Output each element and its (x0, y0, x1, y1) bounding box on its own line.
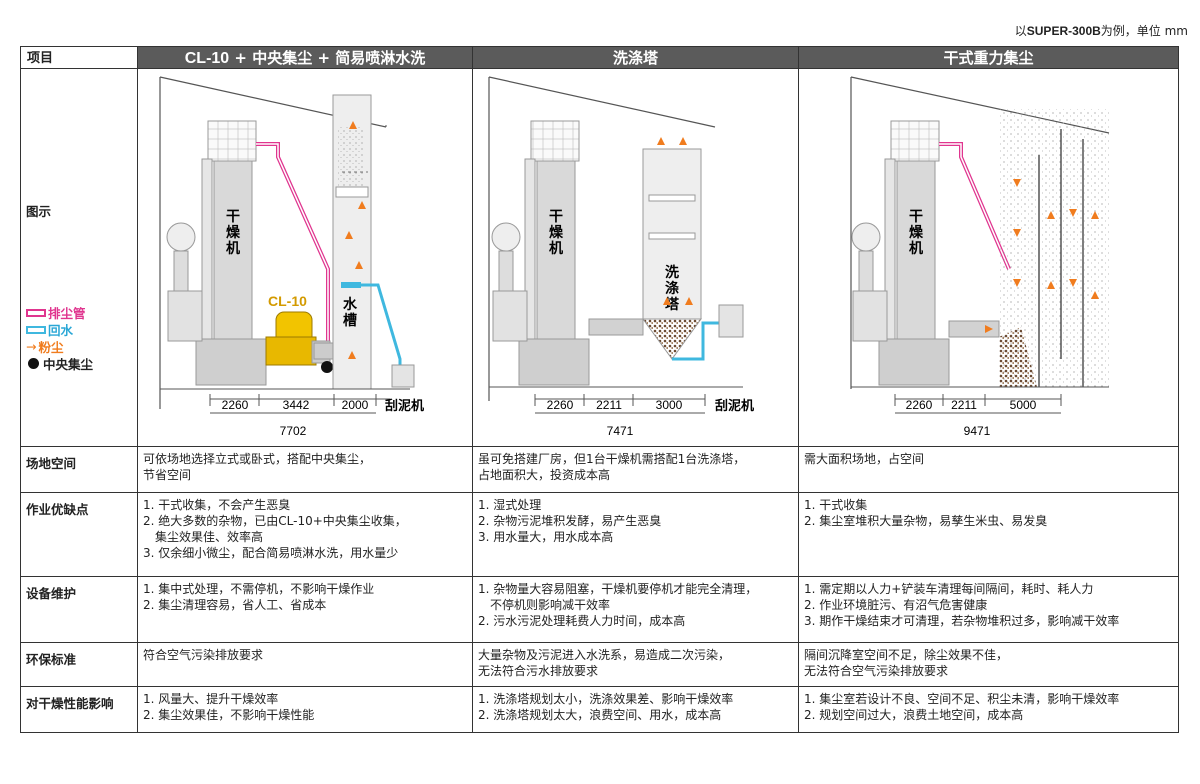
dryer-label-3: 干燥机 (909, 209, 924, 257)
unit-note: 以SUPER-300B为例，单位 mm (1014, 24, 1188, 38)
pipe-swatch-icon (26, 308, 46, 317)
cell-scrubber: 虽可免搭建厂房，但1台干燥机需搭配1台洗涤塔，占地面积大，投资成本高 (472, 446, 799, 493)
diagram-row-label-cell: 图示 排尘管 回水 →粉尘 中央集尘 (20, 68, 138, 447)
cell-dry-gravity: 需大面积场地，占空间 (798, 446, 1179, 493)
legend-dust: →粉尘 (26, 339, 64, 355)
dim-1-total: 7702 (280, 424, 307, 438)
scraper-label-1: 刮泥机 (385, 398, 424, 414)
dim-2-c: 3000 (656, 398, 683, 412)
header-scrubber: 洗涤塔 (472, 46, 799, 69)
diagram-row-label: 图示 (26, 204, 52, 219)
diagram-cl10: 干燥机 CL-10 (137, 68, 473, 447)
header-dry-gravity: 干式重力集尘 (798, 46, 1179, 69)
dim-3-a: 2260 (906, 398, 933, 412)
row-label: 作业优缺点 (20, 492, 138, 577)
dim-1-c: 2000 (342, 398, 369, 412)
legend-pipe: 排尘管 (26, 304, 132, 321)
scraper-label-2: 刮泥机 (715, 398, 754, 414)
diagram-dry-gravity-svg: 干燥机 (850, 76, 1110, 438)
dryer-label-2: 干燥机 (549, 209, 564, 257)
tank-label: 水槽 (343, 296, 358, 329)
row-label: 环保标准 (20, 642, 138, 687)
header-cl10: CL-10 + 中央集尘 + 简易喷淋水洗 (137, 46, 473, 69)
dim-3-total: 9471 (964, 424, 991, 438)
cl10-label: CL-10 (268, 293, 307, 309)
arrow-right-icon: → (26, 339, 37, 354)
diagram-dry-gravity: 干燥机 (798, 68, 1179, 447)
dim-2-b: 2211 (596, 398, 622, 412)
comparison-table: 项目 CL-10 + 中央集尘 + 简易喷淋水洗 洗涤塔 干式重力集尘 图示 排… (20, 46, 1179, 733)
header-item: 项目 (20, 46, 138, 69)
dim-2-a: 2260 (547, 398, 574, 412)
dim-3-c: 5000 (1010, 398, 1037, 412)
table-row: 场地空间 可依场地选择立式或卧式，搭配中央集尘，节省空间 虽可免搭建厂房，但1台… (20, 446, 1179, 493)
row-label: 设备维护 (20, 576, 138, 643)
dim-2-total: 7471 (607, 424, 634, 438)
cell-cl10: 可依场地选择立式或卧式，搭配中央集尘，节省空间 (137, 446, 473, 493)
legend: 排尘管 回水 →粉尘 中央集尘 (26, 304, 132, 372)
diagram-scrubber-svg: 干燥机 洗涤塔 (488, 76, 754, 438)
cell-dry-gravity: 隔间沉降室空间不足，除尘效果不佳， 无法符合空气污染排放要求 (798, 642, 1179, 687)
dim-3-b: 2211 (951, 398, 977, 412)
dryer-label-1: 干燥机 (226, 209, 241, 257)
cell-scrubber: 大量杂物及污泥进入水洗系，易造成二次污染，无法符合污水排放要求 (472, 642, 799, 687)
dim-1-b: 3442 (283, 398, 310, 412)
row-label: 场地空间 (20, 446, 138, 493)
cell-cl10: 符合空气污染排放要求 (137, 642, 473, 687)
table-header-row: 项目 CL-10 + 中央集尘 + 简易喷淋水洗 洗涤塔 干式重力集尘 (20, 46, 1179, 69)
row-label: 对干燥性能影响 (20, 686, 138, 733)
diagram-row: 图示 排尘管 回水 →粉尘 中央集尘 (20, 68, 1179, 447)
diagram-cl10-svg: 干燥机 CL-10 (159, 76, 424, 438)
central-dust-dot (321, 361, 333, 373)
dot-icon (28, 358, 39, 369)
dim-1-a: 2260 (222, 398, 249, 412)
legend-central: 中央集尘 (26, 355, 132, 372)
table-row: 环保标准 符合空气污染排放要求 大量杂物及污泥进入水洗系，易造成二次污染，无法符… (20, 642, 1179, 687)
tower-label: 洗涤塔 (665, 264, 680, 313)
legend-water: 回水 (26, 321, 132, 338)
diagram-scrubber: 干燥机 洗涤塔 (472, 68, 799, 447)
water-swatch-icon (26, 325, 46, 334)
